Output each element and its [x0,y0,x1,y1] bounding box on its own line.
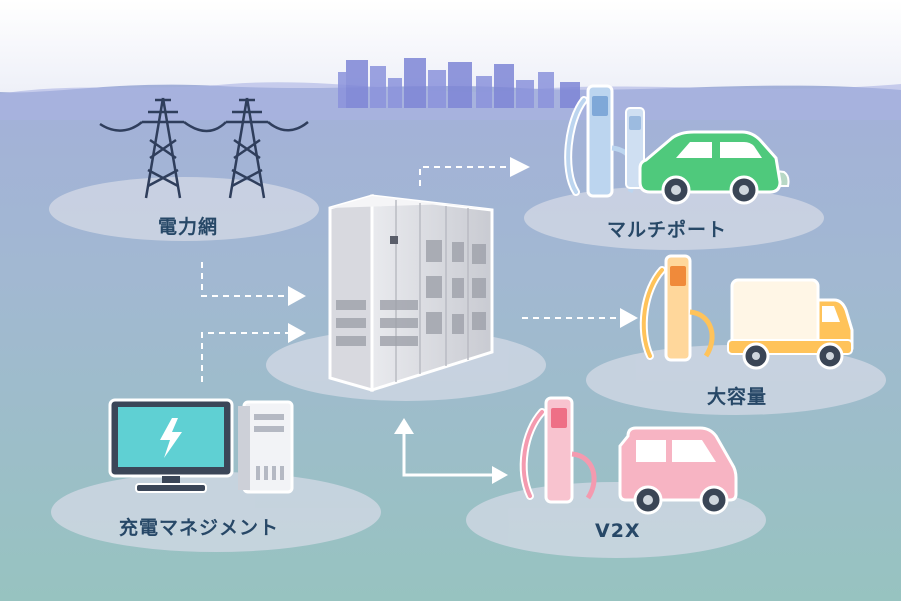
power-tower-icon [99,97,309,199]
multiport-charger-icon [564,84,645,198]
multiport-label: マルチポート [607,219,728,241]
v2x-label: V2X [595,520,641,542]
grid-to-cabinet-line [201,262,288,297]
arrow-v2x-up [394,418,414,434]
connectors [201,166,620,382]
arrow-management [288,323,306,343]
arrow-grid [288,286,306,306]
arrowheads [288,157,638,343]
management-to-cabinet-line [201,332,288,382]
arrow-large-capacity [620,308,638,328]
v2x-charger-icon [519,396,597,504]
charge-management-label: 充電マネジメント [119,517,280,539]
grid-platform [49,177,319,241]
large-capacity-charger-icon [639,254,715,362]
large-capacity-label: 大容量 [707,386,768,408]
v2x-connector [394,418,508,484]
truck-icon [727,278,854,370]
car-icon [638,130,790,205]
charge-management-platform [51,472,381,552]
grid-label: 電力網 [158,216,219,238]
large-capacity-platform [586,345,886,415]
lightning-bolt-icon [160,418,182,458]
computer-monitor-icon [108,398,234,493]
arrow-multiport [510,157,530,177]
city-skyline [338,58,580,108]
power-cabinet-icon [328,194,494,393]
van-icon [618,426,738,515]
cabinet-to-multiport-line [419,166,510,186]
arrow-v2x-right [492,466,508,484]
pc-tower-icon [238,400,294,494]
